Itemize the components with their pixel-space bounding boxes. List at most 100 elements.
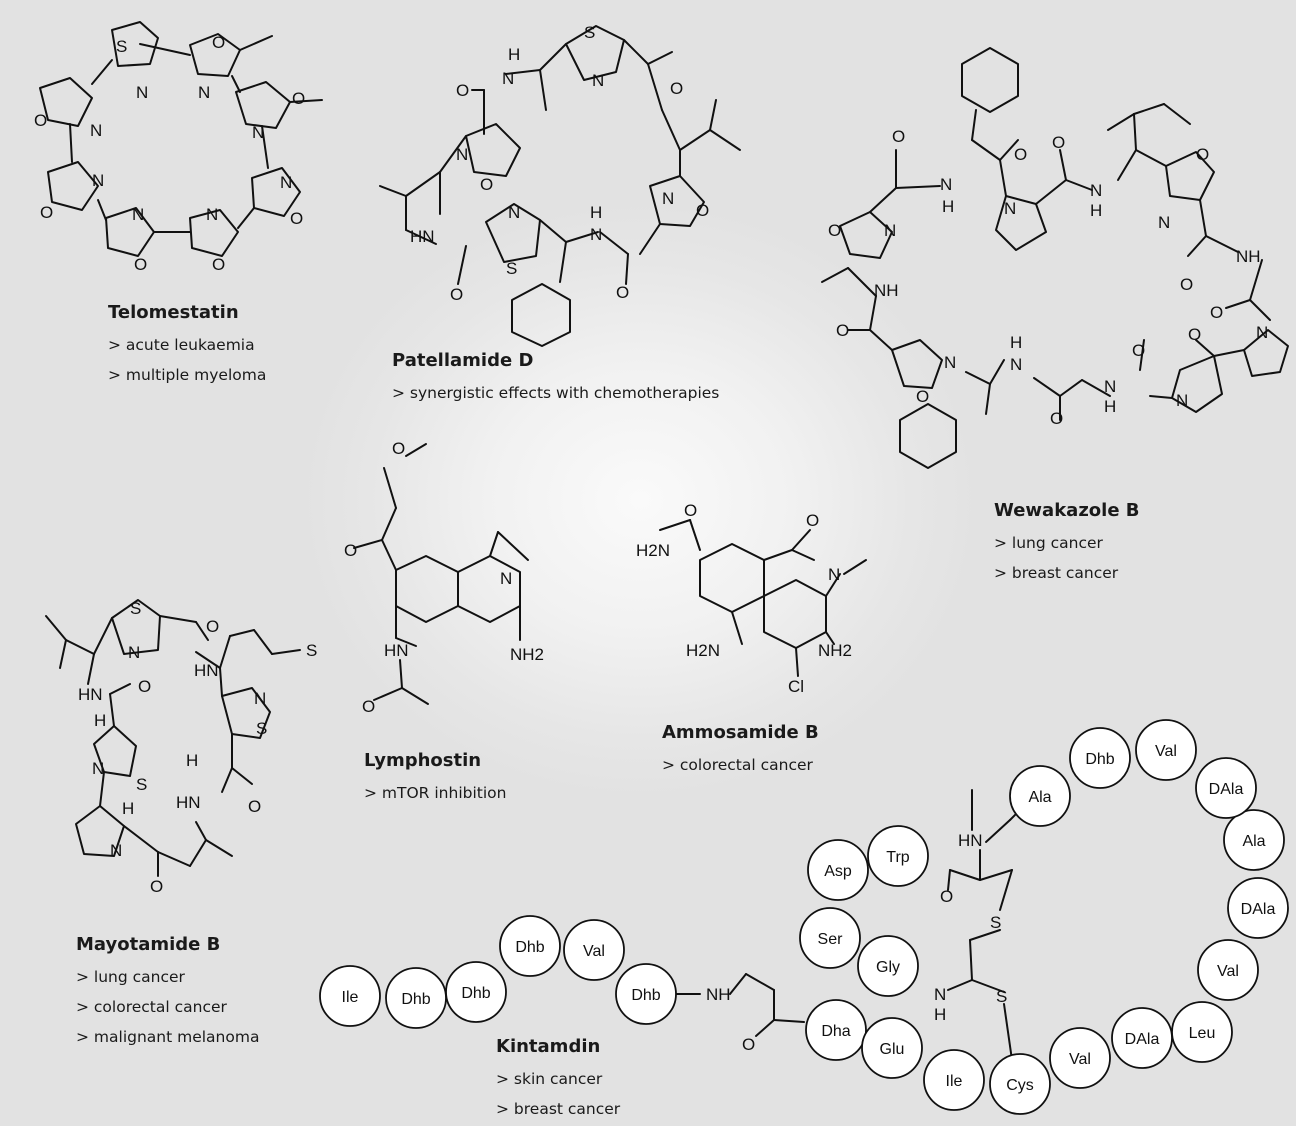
kintamdin-ring-residue-label: Gly xyxy=(876,959,900,976)
svg-text:Cl: Cl xyxy=(788,677,804,696)
kintamdin-ring-residue-circle xyxy=(807,839,869,901)
svg-text:HN: HN xyxy=(78,685,103,704)
kintamdin-ring-residue-label: Dhb xyxy=(1085,751,1114,768)
svg-text:HN: HN xyxy=(194,661,219,680)
svg-text:O: O xyxy=(684,501,697,520)
svg-text:H: H xyxy=(122,799,134,818)
svg-text:S: S xyxy=(136,775,147,794)
svg-text:O: O xyxy=(248,797,261,816)
svg-text:N: N xyxy=(1010,355,1022,374)
compound-name: Ammosamide B xyxy=(662,722,819,743)
svg-text:O: O xyxy=(1180,275,1193,294)
caption-telomestatin: Telomestatin > acute leukaemia > multipl… xyxy=(108,302,266,390)
svg-text:O: O xyxy=(212,33,225,52)
kintamdin-linear-residue-circle xyxy=(615,963,677,1025)
svg-text:N: N xyxy=(1176,391,1188,410)
svg-text:HN: HN xyxy=(410,227,435,246)
svg-text:O: O xyxy=(916,387,929,406)
lymphostin-structure: O O N HN O NH2 xyxy=(344,439,544,716)
svg-text:N: N xyxy=(884,221,896,240)
kintamdin-linear-residue-label: Dhb xyxy=(515,939,544,956)
kintamdin-linear-residue-label: Dhb xyxy=(401,991,430,1008)
compound-name: Kintamdin xyxy=(496,1036,601,1057)
svg-text:N: N xyxy=(662,189,674,208)
caption-patellamide-d: Patellamide D > synergistic effects with… xyxy=(392,350,719,408)
svg-text:N: N xyxy=(944,353,956,372)
compound-use: > colorectal cancer xyxy=(76,998,227,1016)
svg-text:N: N xyxy=(136,83,148,102)
kintamdin-ring-residue-circle xyxy=(1135,719,1197,781)
svg-text:N: N xyxy=(128,643,140,662)
svg-text:S: S xyxy=(996,987,1007,1006)
svg-text:H: H xyxy=(508,45,520,64)
kintamdin-linear-residue-label: Dhb xyxy=(461,985,490,1002)
svg-text:O: O xyxy=(456,81,469,100)
kintamdin-ring-residue-circle xyxy=(857,935,919,997)
svg-text:NH: NH xyxy=(874,281,899,300)
svg-text:O: O xyxy=(150,877,163,896)
svg-text:N: N xyxy=(280,173,292,192)
kintamdin-ring-residue-label: Ala xyxy=(1242,833,1265,850)
svg-text:H2N: H2N xyxy=(636,541,670,560)
svg-text:N: N xyxy=(590,225,602,244)
compound-use: > breast cancer xyxy=(994,564,1119,582)
caption-wewakazole-b: Wewakazole B > lung cancer > breast canc… xyxy=(994,500,1140,588)
svg-text:N: N xyxy=(1158,213,1170,232)
kintamdin-ring-residue-circle xyxy=(1223,809,1285,871)
svg-text:NH: NH xyxy=(1236,247,1261,266)
svg-text:H: H xyxy=(1090,201,1102,220)
svg-text:O: O xyxy=(134,255,147,274)
svg-text:O: O xyxy=(212,255,225,274)
kintamdin-ring-residue-label: DAla xyxy=(1125,1031,1160,1048)
kintamdin-ring-residue-circle xyxy=(799,907,861,969)
svg-text:HN: HN xyxy=(176,793,201,812)
caption-mayotamide-b: Mayotamide B > lung cancer > colorectal … xyxy=(76,934,259,1052)
kintamdin-ring-residue-label: Trp xyxy=(886,849,910,866)
compound-use: > colorectal cancer xyxy=(662,756,813,774)
kintamdin-ring-residue-label: Cys xyxy=(1006,1077,1034,1094)
svg-text:N: N xyxy=(1090,181,1102,200)
svg-text:N: N xyxy=(92,759,104,778)
svg-text:N: N xyxy=(110,841,122,860)
kintamdin-ring-residue-circle xyxy=(1195,757,1257,819)
svg-text:N: N xyxy=(92,171,104,190)
kintamdin-linkers: O S S HN N H NH O xyxy=(667,789,1031,1061)
svg-text:O: O xyxy=(34,111,47,130)
kintamdin-ring-residue-label: Ala xyxy=(1028,789,1051,806)
svg-text:H: H xyxy=(1010,333,1022,352)
kintamdin-ring-residue-circle xyxy=(805,999,867,1061)
svg-text:O: O xyxy=(290,209,303,228)
compound-use: > synergistic effects with chemotherapie… xyxy=(392,384,720,402)
svg-text:NH2: NH2 xyxy=(818,641,852,660)
svg-text:O: O xyxy=(696,201,709,220)
svg-text:H: H xyxy=(94,711,106,730)
caption-lymphostin: Lymphostin > mTOR inhibition xyxy=(364,750,506,808)
patellamide-d-structure: H N S N O O N O N O HN O N S H N O xyxy=(379,23,741,347)
compound-use: > breast cancer xyxy=(496,1100,621,1118)
wewakazole-b-structure: O N H O N O N H O N O NH O N O N O N H O… xyxy=(821,47,1289,469)
svg-text:N: N xyxy=(934,985,946,1004)
svg-text:N: N xyxy=(1256,323,1268,342)
svg-text:O: O xyxy=(616,283,629,302)
svg-text:N: N xyxy=(206,205,218,224)
svg-text:N: N xyxy=(90,121,102,140)
svg-text:N: N xyxy=(252,123,264,142)
compound-name: Patellamide D xyxy=(392,350,534,371)
svg-text:O: O xyxy=(940,887,953,906)
compound-use: > malignant melanoma xyxy=(76,1028,260,1046)
compound-use: > acute leukaemia xyxy=(108,336,255,354)
compound-name: Telomestatin xyxy=(108,302,239,323)
kintamdin-ring-residue-label: Ser xyxy=(818,931,844,948)
kintamdin-ring-residue-label: Val xyxy=(1217,963,1239,980)
svg-text:O: O xyxy=(392,439,405,458)
svg-text:O: O xyxy=(1188,325,1201,344)
kintamdin-linear-residue-circle xyxy=(445,961,507,1023)
svg-text:NH: NH xyxy=(706,985,731,1004)
svg-text:O: O xyxy=(1210,303,1223,322)
compound-name: Lymphostin xyxy=(364,750,482,771)
kintamdin-ring-residue-label: DAla xyxy=(1209,781,1244,798)
svg-text:O: O xyxy=(292,89,305,108)
